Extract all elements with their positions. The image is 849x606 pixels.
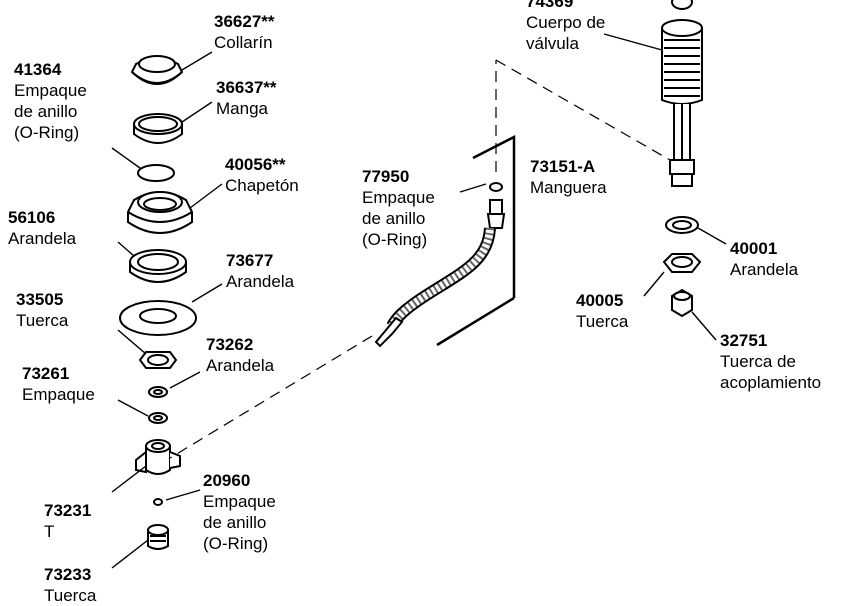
part-name: Manga xyxy=(216,99,268,118)
part-number: 41364 xyxy=(14,60,62,79)
part-number: 73262 xyxy=(206,335,254,354)
part-number: 73233 xyxy=(44,565,92,584)
label-40005: 40005 Tuerca xyxy=(576,290,628,332)
leader-lines xyxy=(111,33,727,569)
part-name: Empaque xyxy=(14,81,87,100)
part-40001-washer xyxy=(665,216,699,234)
part-name: Tuerca xyxy=(576,312,629,331)
part-name: Arandela xyxy=(8,229,77,248)
part-number: 56106 xyxy=(8,208,56,227)
part-number: 73231 xyxy=(44,501,92,520)
part-name: acoplamiento xyxy=(720,373,822,392)
part-name: válvula xyxy=(526,34,579,53)
part-name: Empaque xyxy=(22,385,95,404)
label-56106: 56106 Arandela xyxy=(8,207,76,249)
label-73151A: 73151-A Manguera xyxy=(530,156,607,198)
part-40056-escutcheon xyxy=(127,191,193,234)
part-73262-washer xyxy=(148,386,168,398)
label-36637: 36637** Manga xyxy=(216,77,277,119)
part-name: (O-Ring) xyxy=(14,123,80,142)
part-name: Collarín xyxy=(214,33,273,52)
part-73261-gasket xyxy=(148,412,168,424)
label-40056: 40056** Chapetón xyxy=(225,154,299,196)
part-name: T xyxy=(44,522,55,541)
assembly-lines xyxy=(169,59,671,459)
part-36637-sleeve xyxy=(133,113,183,144)
part-name: Tuerca xyxy=(16,311,69,330)
part-number: 73151-A xyxy=(530,157,596,176)
part-73151A-hose xyxy=(374,199,506,348)
part-20960-oring xyxy=(153,498,163,506)
part-73233-nut xyxy=(147,524,169,550)
label-73233: 73233 Tuerca xyxy=(44,564,96,606)
part-name: Cuerpo de xyxy=(526,13,606,32)
part-name: de anillo xyxy=(362,209,426,228)
part-33505-nut xyxy=(138,351,178,369)
part-number: 20960 xyxy=(203,471,251,490)
part-name: (O-Ring) xyxy=(362,230,428,249)
part-name: Arandela xyxy=(730,260,799,279)
part-name: Chapetón xyxy=(225,176,299,195)
part-number: 40001 xyxy=(730,239,778,258)
sink-deck xyxy=(436,134,516,347)
part-name: Tuerca xyxy=(44,586,97,605)
label-32751: 32751 Tuerca de acoplamiento xyxy=(720,330,821,393)
label-20960: 20960 Empaque de anillo (O-Ring) xyxy=(203,470,276,554)
part-number: 73677 xyxy=(226,251,274,270)
label-73262: 73262 Arandela xyxy=(206,334,274,376)
part-41364-oring xyxy=(137,164,175,182)
label-73677: 73677 Arandela xyxy=(226,250,294,292)
part-32751-coupling-nut xyxy=(671,288,693,318)
label-74369: 74369 Cuerpo de válvula xyxy=(526,0,605,54)
part-number: 36637** xyxy=(216,78,277,97)
part-name: (O-Ring) xyxy=(203,534,269,553)
part-36627-collar xyxy=(130,55,184,85)
label-41364: 41364 Empaque de anillo (O-Ring) xyxy=(14,59,87,143)
label-33505: 33505 Tuerca xyxy=(16,289,68,331)
part-73677-washer xyxy=(119,300,197,336)
part-73231-tee xyxy=(135,439,181,475)
part-number: 36627** xyxy=(214,12,275,31)
part-number: 73261 xyxy=(22,364,70,383)
part-number: 40005 xyxy=(576,291,624,310)
part-name: Manguera xyxy=(530,178,607,197)
part-number: 33505 xyxy=(16,290,64,309)
label-36627: 36627** Collarín xyxy=(214,11,275,53)
label-73231: 73231 T xyxy=(44,500,91,542)
part-name: Arandela xyxy=(226,272,295,291)
label-40001: 40001 Arandela xyxy=(730,238,798,280)
part-name: Empaque xyxy=(362,188,435,207)
label-77950: 77950 Empaque de anillo (O-Ring) xyxy=(362,166,435,250)
part-77950-oring xyxy=(489,182,503,192)
part-number: 74369 xyxy=(526,0,574,11)
part-name: de anillo xyxy=(203,513,267,532)
part-number: 32751 xyxy=(720,331,768,350)
part-name: Empaque xyxy=(203,492,276,511)
part-number: 40056** xyxy=(225,155,286,174)
part-74369-valve-body xyxy=(661,0,703,187)
part-56106-washer xyxy=(129,249,187,283)
part-40005-nut xyxy=(662,253,702,273)
part-name: Arandela xyxy=(206,356,275,375)
label-73261: 73261 Empaque xyxy=(22,363,95,405)
part-name: de anillo xyxy=(14,102,78,121)
part-name: Tuerca de xyxy=(720,352,796,371)
part-number: 77950 xyxy=(362,167,410,186)
